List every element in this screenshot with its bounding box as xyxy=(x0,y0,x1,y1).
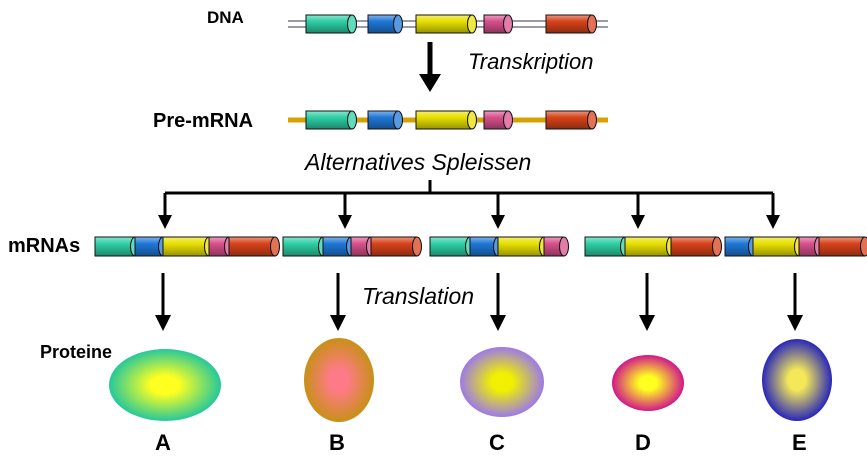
dna-exon-yellow xyxy=(415,14,477,34)
mrna-exon-teal xyxy=(429,236,475,257)
proteins xyxy=(109,338,832,422)
dna-exon-pink xyxy=(483,14,513,34)
pre-mrna-exon-teal xyxy=(305,110,357,130)
mrnas-label: mRNAs xyxy=(8,235,81,257)
mrna-transcript-3 xyxy=(429,236,569,257)
pre-mrna-label: Pre-mRNA xyxy=(153,110,254,132)
mrna-exon-teal xyxy=(584,236,630,257)
protein-a xyxy=(109,349,221,421)
translation-arrow-2 xyxy=(330,273,346,331)
mrna-exon-yellow xyxy=(162,236,214,257)
splice-arrow-2 xyxy=(338,193,352,229)
proteins-label: Proteine xyxy=(40,342,113,362)
mrna-transcript-5 xyxy=(724,236,867,257)
splice-arrow-1 xyxy=(158,193,172,229)
mrna-exon-red xyxy=(818,236,867,257)
pre-mrna-strand xyxy=(288,110,608,130)
translation-arrow-5 xyxy=(787,273,803,331)
splice-arrow-5 xyxy=(766,193,780,229)
mrna-transcript-1 xyxy=(94,236,280,257)
mrna-exon-yellow xyxy=(624,236,676,257)
pre-mrna-exon-blue xyxy=(367,110,403,130)
dna-strand xyxy=(288,14,608,34)
transcription-arrow xyxy=(419,42,441,92)
mrna-exon-yellow xyxy=(752,236,804,257)
splice-arrow-3 xyxy=(491,193,505,229)
mrna-transcripts xyxy=(94,236,867,257)
dna-label: DNA xyxy=(207,8,244,27)
protein-letter-a: A xyxy=(155,430,171,455)
pre-mrna-exon-yellow xyxy=(415,110,477,130)
protein-b xyxy=(304,338,374,422)
translation-arrow-3 xyxy=(490,273,506,331)
pre-mrna-exon-red xyxy=(545,110,597,130)
mrna-exon-pink xyxy=(543,236,569,257)
dna-exon-red xyxy=(545,14,597,34)
translation-arrow-4 xyxy=(639,273,655,331)
mrna-exon-teal xyxy=(282,236,328,257)
translation-label: Translation xyxy=(362,283,475,309)
protein-letter-e: E xyxy=(792,430,807,455)
mrna-exon-red xyxy=(228,236,280,257)
protein-d xyxy=(612,355,684,411)
splicing-bracket xyxy=(165,180,773,195)
protein-letter-b: B xyxy=(329,430,345,455)
protein-letter-c: C xyxy=(489,430,505,455)
dna-exon-blue xyxy=(367,14,403,34)
pre-mrna-exon-pink xyxy=(483,110,513,130)
arrows xyxy=(155,42,803,331)
mrna-exon-red xyxy=(370,236,422,257)
mrna-exon-teal xyxy=(94,236,140,257)
translation-arrow-1 xyxy=(155,273,171,331)
protein-e xyxy=(762,339,832,421)
mrna-transcript-2 xyxy=(282,236,422,257)
transcription-label: Transkription xyxy=(468,49,594,74)
protein-letter-d: D xyxy=(635,430,651,455)
alternative-splicing-label: Alternatives Spleissen xyxy=(305,149,532,175)
mrna-transcript-4 xyxy=(584,236,722,257)
mrna-exon-yellow xyxy=(497,236,549,257)
protein-c xyxy=(460,347,544,417)
splice-arrow-4 xyxy=(631,193,645,229)
dna-exon-teal xyxy=(305,14,357,34)
mrna-exon-red xyxy=(670,236,722,257)
